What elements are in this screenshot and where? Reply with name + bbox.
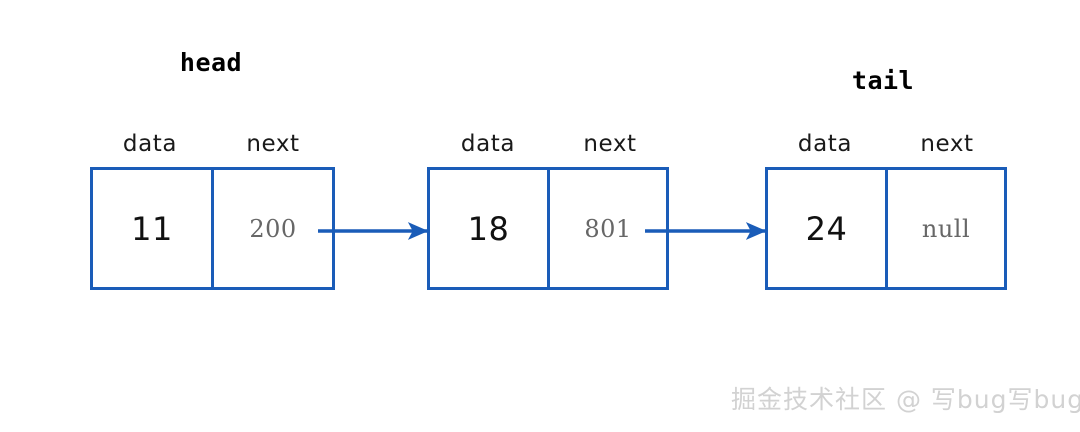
watermark: 掘金技术社区 @ 写bug写bug — [731, 385, 1080, 414]
list-node[interactable]: 18 801 — [427, 167, 669, 290]
field-caption-data-node-2: data — [460, 131, 516, 157]
list-node[interactable]: 24 null — [765, 167, 1007, 290]
pointer-label-tail: tail — [851, 66, 915, 95]
node-next-cell: 200 — [211, 170, 332, 287]
node-data-cell: 24 — [805, 209, 848, 248]
list-node[interactable]: 11 200 — [90, 167, 335, 290]
node-data-cell: 11 — [131, 209, 173, 248]
pointer-label-head: head — [179, 48, 243, 77]
node-next-cell: null — [884, 170, 1004, 287]
node-data-cell: 18 — [467, 209, 510, 248]
field-caption-data-node-1: data — [122, 131, 178, 157]
field-caption-next-node-1: next — [246, 131, 300, 157]
field-caption-next-node-2: next — [583, 131, 637, 157]
field-caption-data-node-3: data — [797, 131, 853, 157]
node-next-cell: 801 — [546, 170, 666, 287]
field-caption-next-node-3: next — [920, 131, 974, 157]
